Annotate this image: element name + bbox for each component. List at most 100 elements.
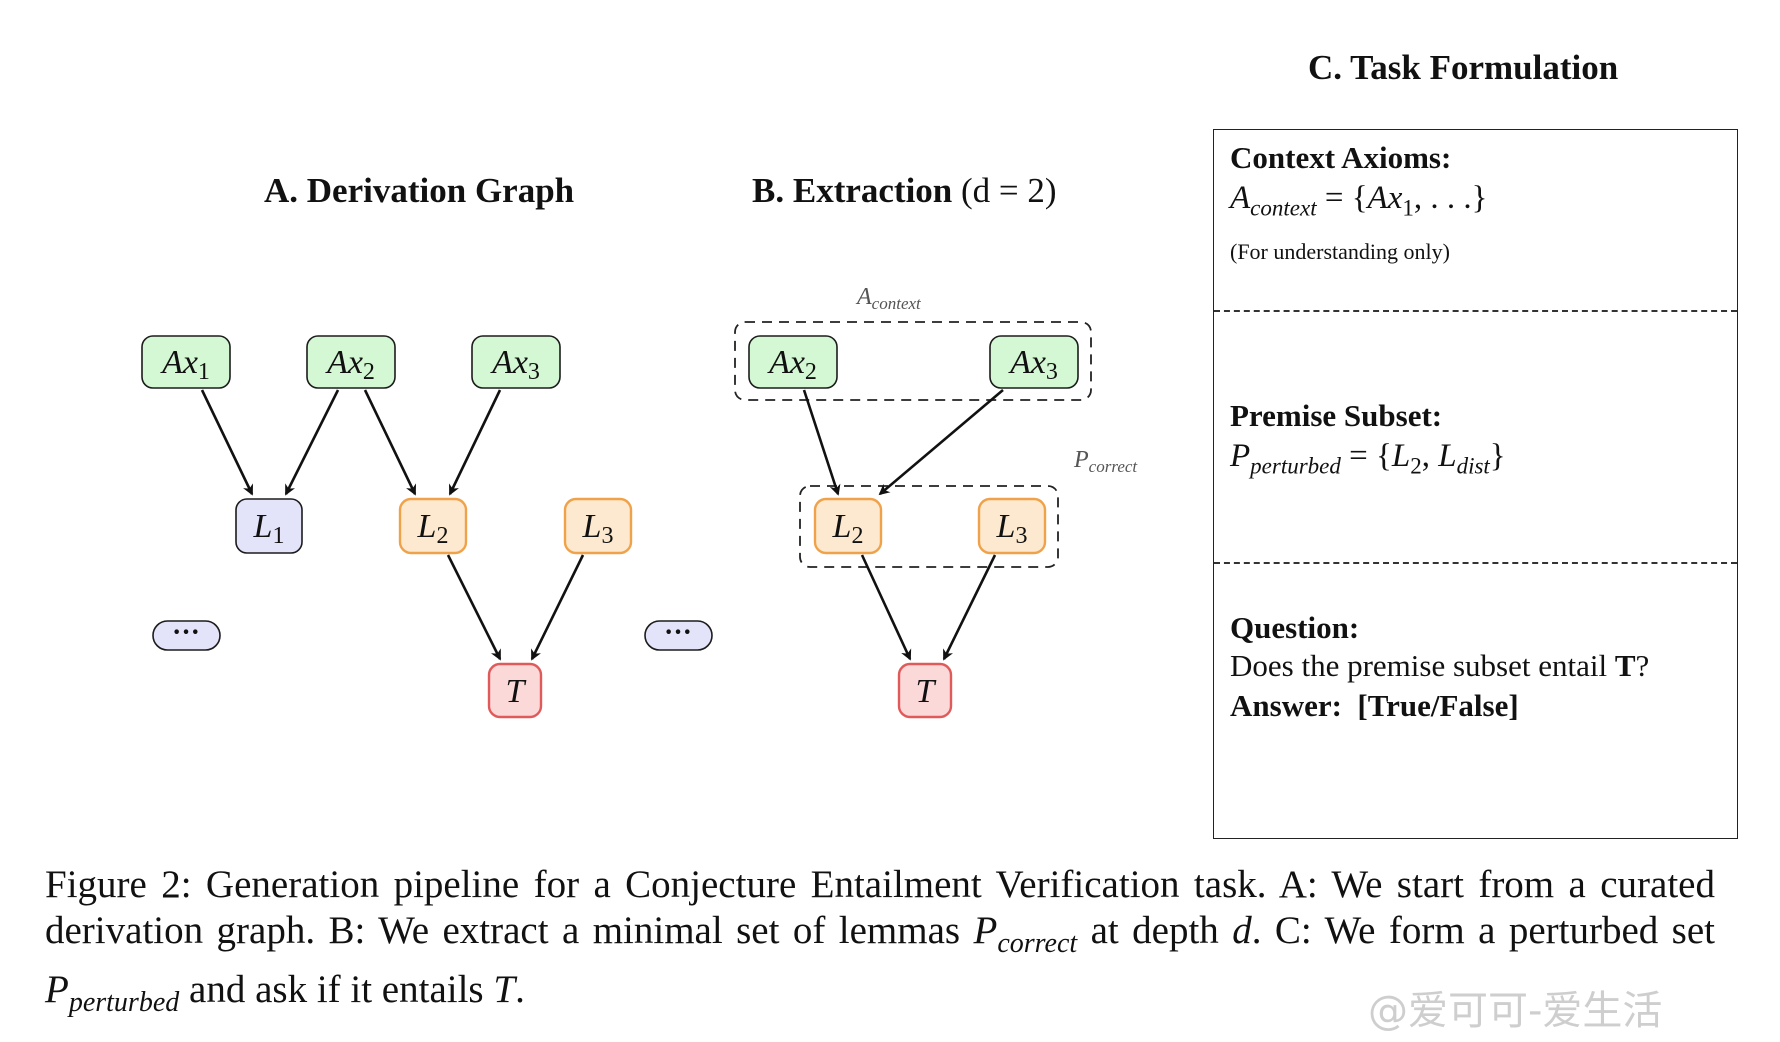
context-rhs-rest: , . . .} xyxy=(1413,180,1488,216)
premise-subset-section: Premise Subset: Pperturbed = {L2, Ldist} xyxy=(1230,398,1725,489)
section-a-title: A. Derivation Graph xyxy=(264,171,575,210)
caption-math-1: P xyxy=(973,909,998,952)
context-rhs-open: = { xyxy=(1316,180,1368,216)
figure-caption: Figure 2: Generation pipeline for a Conj… xyxy=(45,862,1715,1026)
svg-text:L3: L3 xyxy=(582,508,614,549)
node-b-ax2-base: Ax xyxy=(767,344,805,381)
edge-ax2-l2 xyxy=(363,389,417,496)
node-b-l3-sub: 3 xyxy=(1015,523,1027,549)
node-a-ax2: Ax2 xyxy=(306,335,396,389)
correct-group-label-base: P xyxy=(1073,447,1089,473)
node-b-ax3-base: Ax xyxy=(1008,344,1046,381)
node-b-t: T xyxy=(897,662,953,719)
question-text: Does the premise subset entail T? xyxy=(1230,646,1725,686)
caption-part-3: . C: We form a perturbed set xyxy=(1251,909,1715,952)
section-c-title: C. Task Formulation xyxy=(1308,48,1619,87)
correct-group-box xyxy=(799,485,1059,568)
node-b-ax3-sub: 3 xyxy=(1046,359,1058,385)
caption-part-4: and ask if it entails xyxy=(179,967,494,1011)
ellipsis-left: ··· xyxy=(152,617,221,651)
section-b-title: B. Extraction (d = 2) xyxy=(752,171,1057,211)
node-a-ax3-sub: 3 xyxy=(528,359,540,385)
answer-value: [True/False] xyxy=(1357,688,1519,723)
premise-a: L xyxy=(1391,438,1411,474)
node-a-l3: L3 xyxy=(563,497,633,555)
edge-b-ax3-l2 xyxy=(878,389,1004,496)
caption-part-5: . xyxy=(515,967,525,1011)
svg-text:Ax2: Ax2 xyxy=(325,344,375,385)
premise-close: } xyxy=(1489,438,1506,474)
node-a-l3-base: L xyxy=(582,508,602,545)
node-b-t-label: T xyxy=(916,673,937,710)
edge-b-l3-t xyxy=(942,554,997,661)
caption-part-2: at depth xyxy=(1077,909,1233,952)
question-text-main: Does the premise subset entail xyxy=(1230,648,1615,683)
caption-math-4: T xyxy=(493,967,516,1011)
question-section: Question: Does the premise subset entail… xyxy=(1230,610,1725,726)
svg-text:Ax3: Ax3 xyxy=(490,344,540,385)
edge-ax1-l1 xyxy=(200,389,254,496)
caption-math-3: P xyxy=(45,967,69,1011)
node-a-t-label: T xyxy=(506,673,527,710)
question-heading: Question: xyxy=(1230,610,1360,645)
svg-text:L1: L1 xyxy=(253,508,285,549)
edge-b-l2-t xyxy=(860,554,912,661)
node-a-l1-base: L xyxy=(253,508,273,545)
context-axioms-formula: Acontext = {Ax1, . . .} xyxy=(1230,176,1725,231)
ellipsis-right-label: ··· xyxy=(664,617,692,648)
correct-group-label: Pcorrect xyxy=(1073,447,1138,476)
node-a-l1: L1 xyxy=(235,498,303,554)
premise-b: L xyxy=(1438,438,1457,474)
caption-part-1: Figure 2: Generation pipeline for a Conj… xyxy=(45,863,1715,952)
premise-a-sub: 2 xyxy=(1410,453,1422,479)
premise-rhs-open: = { xyxy=(1340,438,1392,474)
edge-l3-t xyxy=(530,554,585,661)
node-a-l2-base: L xyxy=(417,508,437,545)
svg-text:L3: L3 xyxy=(996,508,1028,549)
section-b-title-main: B. Extraction xyxy=(752,171,953,210)
premise-lhs: P xyxy=(1230,438,1251,474)
graph-b-nodes: Ax2 Ax3 L2 L3 T xyxy=(748,335,1079,719)
ellipsis-right: ··· xyxy=(644,617,713,651)
watermark: @爱可可-爱生活 xyxy=(1368,988,1663,1034)
node-a-ax1-base: Ax xyxy=(160,344,198,381)
answer-label: Answer: xyxy=(1230,688,1342,723)
node-b-l2-sub: 2 xyxy=(851,523,863,549)
node-a-ax2-base: Ax xyxy=(325,344,363,381)
edge-ax2-l1 xyxy=(284,389,340,496)
context-lhs: A xyxy=(1230,180,1251,216)
node-a-l1-sub: 1 xyxy=(272,523,284,549)
context-group-label-sub: context xyxy=(872,294,922,313)
node-a-l2: L2 xyxy=(398,497,468,555)
context-note: (For understanding only) xyxy=(1230,238,1450,264)
context-axioms-section: Context Axioms: Acontext = {Ax1, . . .} … xyxy=(1230,140,1725,267)
edge-l2-t xyxy=(446,554,502,661)
correct-group-label-sub: correct xyxy=(1089,457,1139,476)
caption-math-1-sub: correct xyxy=(997,927,1078,959)
node-b-l3-base: L xyxy=(996,508,1016,545)
node-b-ax3: Ax3 xyxy=(989,335,1079,389)
node-b-l3: L3 xyxy=(977,497,1047,555)
svg-text:L2: L2 xyxy=(832,508,864,549)
section-b-title-param: (d = 2) xyxy=(961,171,1057,210)
node-a-ax1: Ax1 xyxy=(141,335,231,389)
node-a-ax3-base: Ax xyxy=(490,344,528,381)
edge-ax3-l2 xyxy=(448,389,502,496)
context-group-label: Acontext xyxy=(855,284,922,313)
caption-math-3-sub: perturbed xyxy=(68,986,180,1018)
edge-b-ax2-l2 xyxy=(802,389,841,496)
svg-text:Ax2: Ax2 xyxy=(767,344,817,385)
context-group-box xyxy=(734,321,1092,401)
premise-lhs-sub: perturbed xyxy=(1250,453,1341,479)
graph-a-edges xyxy=(200,389,585,661)
node-a-l2-sub: 2 xyxy=(436,523,448,549)
svg-text:L2: L2 xyxy=(417,508,449,549)
svg-text:Ax3: Ax3 xyxy=(1008,344,1058,385)
question-end: ? xyxy=(1635,648,1650,683)
context-lhs-sub: context xyxy=(1250,195,1317,221)
node-a-t: T xyxy=(487,662,543,719)
node-a-ax2-sub: 2 xyxy=(363,359,375,385)
premise-subset-formula: Pperturbed = {L2, Ldist} xyxy=(1230,434,1725,489)
task-formulation-panel: Context Axioms: Acontext = {Ax1, . . .} … xyxy=(1213,129,1738,839)
